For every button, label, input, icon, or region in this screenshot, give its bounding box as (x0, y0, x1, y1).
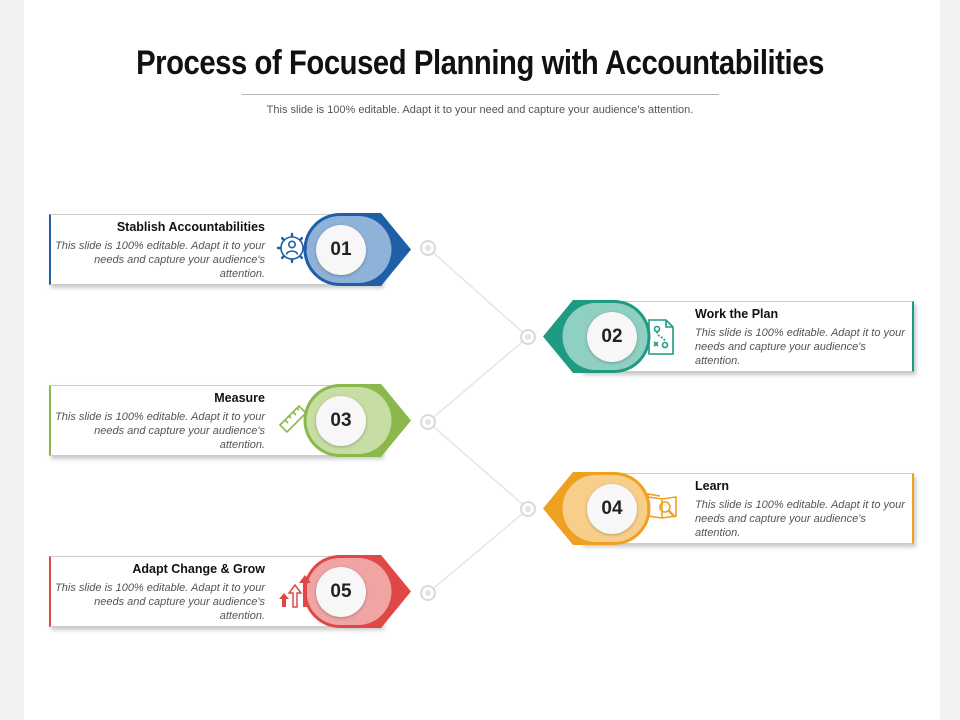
step-title: Stablish Accountabilities (116, 220, 265, 234)
step-number-1: 01 (316, 225, 366, 275)
step-description: This slide is 100% editable. Adapt it to… (55, 411, 265, 451)
strategy-plan-icon (648, 319, 674, 355)
step-number-4: 04 (587, 484, 637, 534)
title-divider (242, 94, 719, 95)
slide-subtitle: This slide is 100% editable. Adapt it to… (266, 104, 694, 116)
step-description: This slide is 100% editable. Adapt it to… (55, 582, 265, 622)
growth-arrows-icon (279, 575, 311, 608)
step-title: Learn (695, 479, 730, 493)
connector-dot-5 (420, 585, 436, 601)
step-title: Work the Plan (695, 307, 779, 321)
step-number-2: 02 (587, 312, 637, 362)
step-title: Adapt Change & Grow (132, 562, 265, 576)
connector-dot-3 (420, 414, 436, 430)
step-description: This slide is 100% editable. Adapt it to… (55, 240, 265, 280)
ruler-icon (278, 404, 308, 434)
slide-title: Process of Focused Planning with Account… (136, 44, 824, 82)
step-title: Measure (214, 391, 265, 405)
step-number-5: 05 (316, 567, 366, 617)
step-description: This slide is 100% editable. Adapt it to… (695, 327, 905, 367)
book-search-icon (647, 493, 677, 519)
connector-dot-1 (420, 240, 436, 256)
step-description: This slide is 100% editable. Adapt it to… (695, 499, 905, 539)
gear-person-icon (276, 232, 308, 264)
connector-dot-4 (520, 501, 536, 517)
step-number-3: 03 (316, 396, 366, 446)
connector-dot-2 (520, 329, 536, 345)
